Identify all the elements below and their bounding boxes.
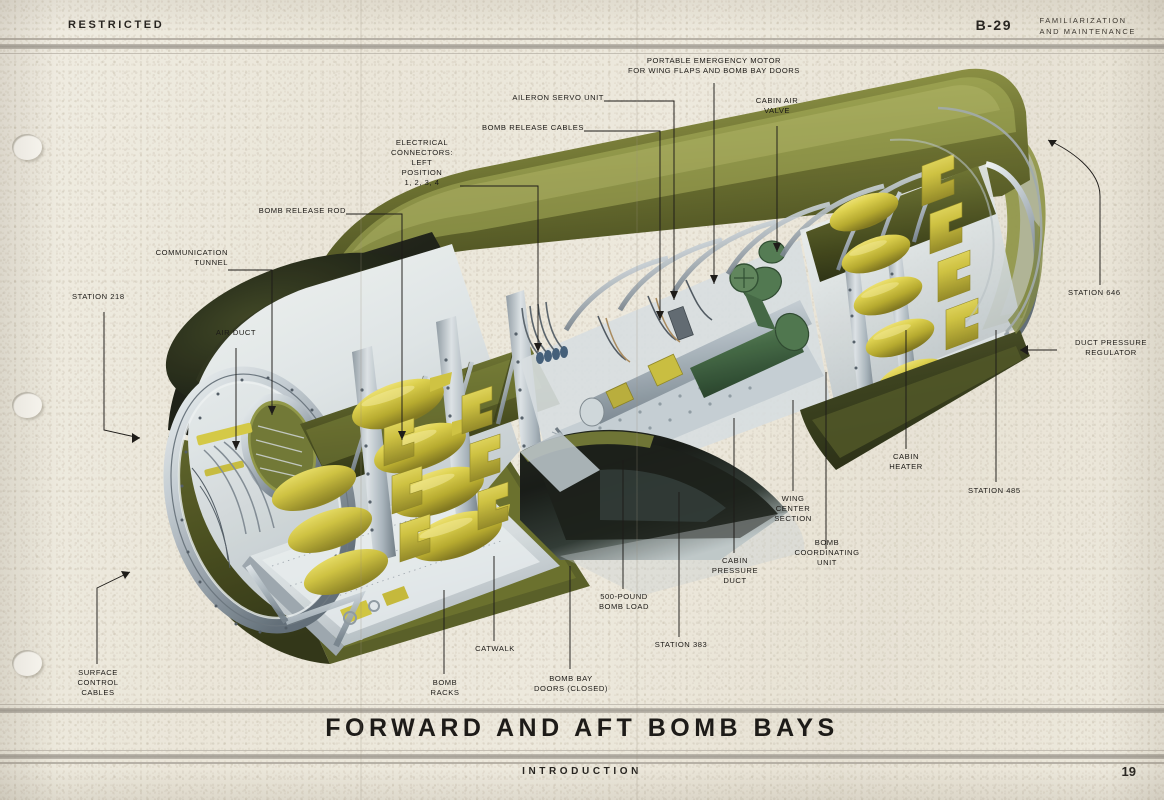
callout-station-383: STATION 383 <box>654 640 708 649</box>
punch-hole-bottom <box>12 650 42 676</box>
callout-cabin-air-valve: CABIN AIR VALVE <box>755 96 799 116</box>
aircraft-designation: B-29 <box>975 17 1012 33</box>
callout-wing-center-section: WING CENTER SECTION <box>774 494 812 524</box>
plate-title: FORWARD AND AFT BOMB BAYS <box>325 714 839 742</box>
callout-cabin-pressure-duct: CABIN PRESSURE DUCT <box>711 556 759 586</box>
callout-surface-control-cables: SURFACE CONTROL CABLES <box>77 668 119 698</box>
punch-hole-middle <box>12 392 42 418</box>
callout-air-duct: AIR DUCT <box>215 328 257 337</box>
callout-duct-pressure-regulator: DUCT PRESSURE REGULATOR <box>1075 338 1147 358</box>
manual-title: FAMILIARIZATION AND MAINTENANCE <box>1039 16 1136 38</box>
section-label: INTRODUCTION <box>522 766 642 777</box>
callout-portable-emergency-motor: PORTABLE EMERGENCY MOTOR FOR WING FLAPS … <box>628 56 800 76</box>
callout-station-218: STATION 218 <box>72 292 125 301</box>
callout-electrical-connectors: ELECTRICAL CONNECTORS: LEFT POSITION 1, … <box>390 138 454 188</box>
callout-communication-tunnel: COMMUNICATION TUNNEL <box>155 248 228 268</box>
punch-hole-top <box>12 134 42 160</box>
callout-bomb-racks: BOMB RACKS <box>430 678 460 698</box>
callout-station-485: STATION 485 <box>968 486 1021 495</box>
classification-marking: RESTRICTED <box>68 19 165 31</box>
manual-title-line-2: AND MAINTENANCE <box>1039 26 1136 36</box>
callout-bomb-release-cables: BOMB RELEASE CABLES <box>481 123 584 132</box>
callout-bomb-coordinating-unit: BOMB COORDINATING UNIT <box>794 538 860 568</box>
callout-catwalk: CATWALK <box>475 644 515 653</box>
callout-aileron-servo-unit: AILERON SERVO UNIT <box>512 93 604 102</box>
callout-cabin-heater: CABIN HEATER <box>889 452 923 472</box>
callout-bomb-bay-doors: BOMB BAY DOORS (CLOSED) <box>534 674 608 694</box>
callout-bomb-release-rod: BOMB RELEASE ROD <box>258 206 346 215</box>
callout-500-pound-bomb-load: 500-POUND BOMB LOAD <box>598 592 650 612</box>
manual-title-line-1: FAMILIARIZATION <box>1039 16 1127 25</box>
callout-station-646: STATION 646 <box>1068 288 1121 297</box>
page-number: 19 <box>1121 764 1136 779</box>
